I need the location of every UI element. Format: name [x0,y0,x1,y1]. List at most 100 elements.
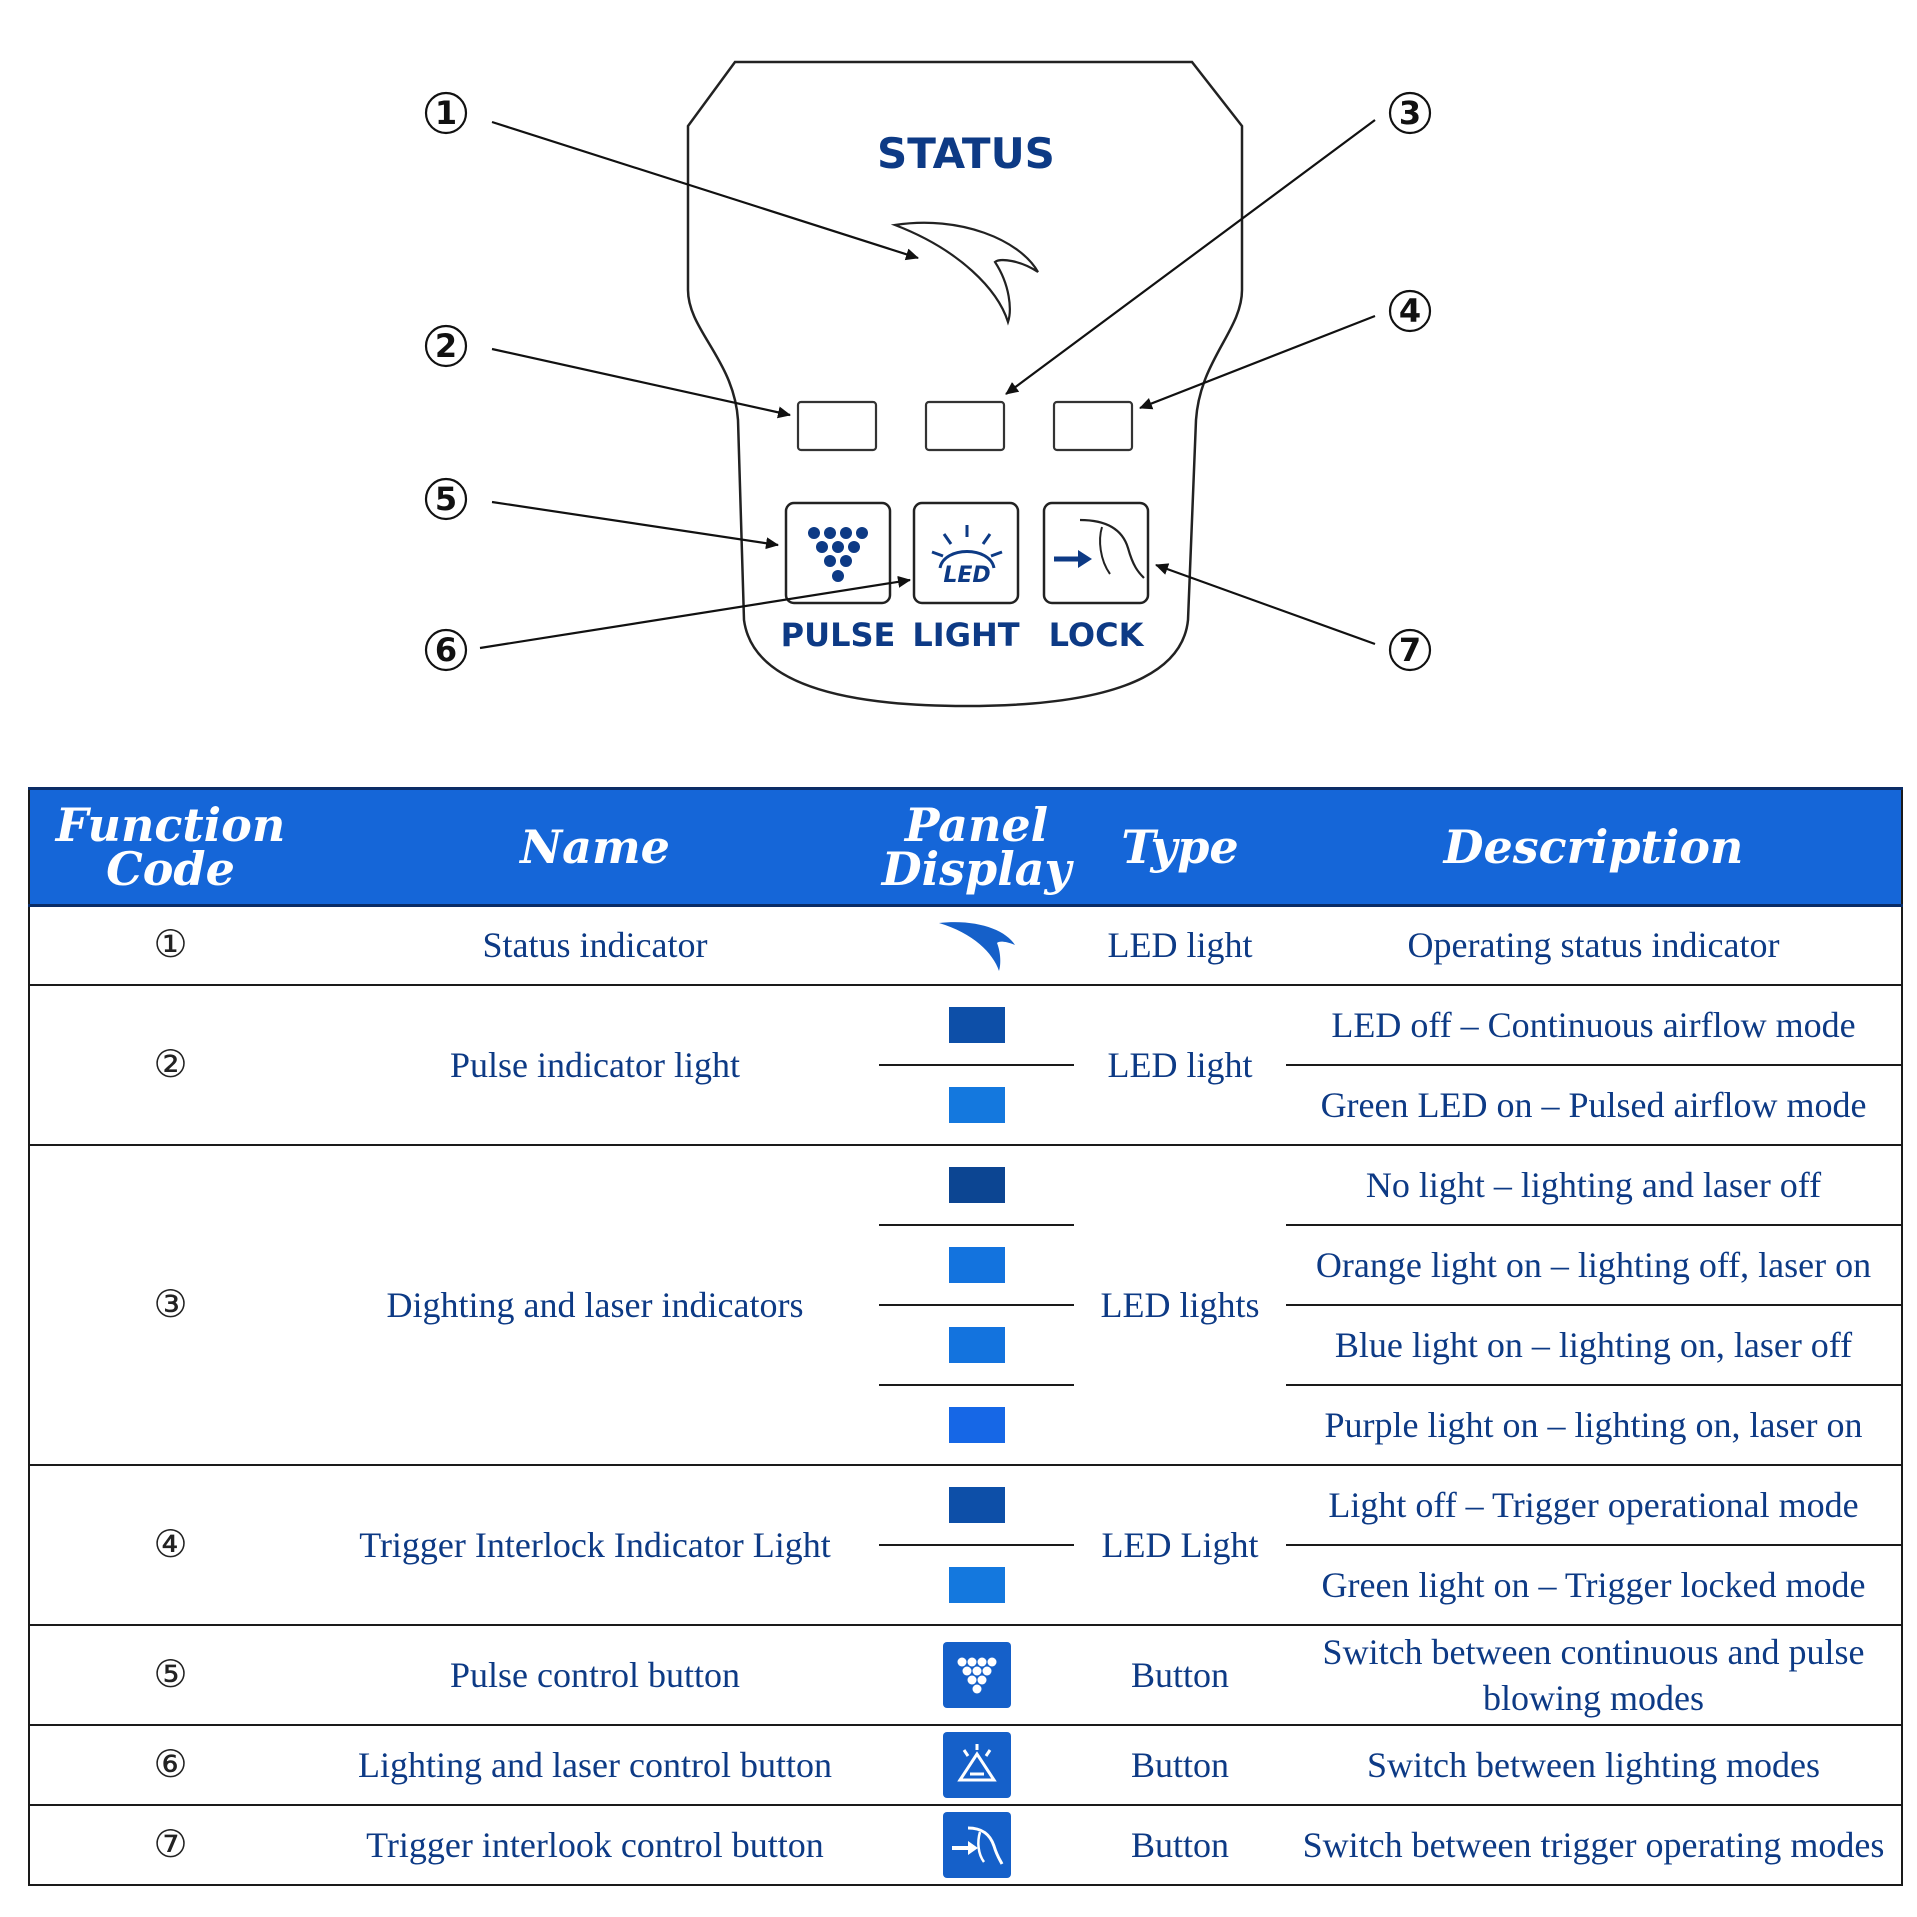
table-row: ⑥ Lighting and laser control button [29,1723,1902,1805]
svg-text:5: 5 [435,480,457,518]
svg-text:4: 4 [1399,292,1421,330]
svg-text:3: 3 [1399,94,1421,132]
name-cell: Status indicator [311,904,879,985]
description-cell: Switch between lighting modes [1286,1723,1902,1805]
light-led-window [924,400,1006,452]
purple-light-swatch [948,1406,1005,1443]
svg-text:1: 1 [435,94,457,132]
svg-text:2: 2 [435,327,457,365]
grape-pulse-icon [808,527,868,582]
description-cell: Orange light on – lighting off, laser on [1286,1223,1902,1305]
type-cell: LED lights [1074,1143,1286,1465]
pulse-button[interactable] [784,501,892,605]
pulse-label: PULSE [781,616,896,654]
function-table: Function Code Name Panel Display Type De… [28,787,1903,1886]
header-code-line2: Code [106,842,235,896]
table-row: ① Status indicator LED light Operating s… [29,904,1902,985]
trigger-icon [951,1826,1003,1865]
table-header-row: Function Code Name Panel Display Type De… [29,787,1902,907]
led-off-swatch [948,1006,1005,1043]
panel-title: STATUS [877,129,1055,178]
svg-text:6: 6 [435,631,457,669]
function-code-cell: ③ [29,1143,311,1465]
description-cell: Switch between continuous and pulse blow… [1286,1623,1902,1725]
name-cell: Trigger interlook control button [311,1803,879,1886]
panel-display-cell [879,1143,1074,1225]
type-cell: LED light [1074,904,1286,985]
name-cell: Trigger Interlock Indicator Light [311,1463,879,1625]
table-row: ⑦ Trigger interlook control button Butto… [29,1803,1902,1886]
name-cell: Lighting and laser control button [311,1723,879,1805]
pulse-button-icon [942,1641,1011,1708]
description-cell: Green light on – Trigger locked mode [1286,1543,1902,1625]
function-code-cell: ⑤ [29,1623,311,1725]
description-text: Switch between continuous and pulse blow… [1322,1631,1865,1718]
panel-display-cell [879,1543,1074,1625]
table-row: ④ Trigger Interlock Indicator Light LED … [29,1463,1902,1625]
panel-display-cell [879,1623,1074,1725]
light-label: LIGHT [912,616,1019,654]
function-code-cell: ④ [29,1463,311,1625]
header-name: Name [311,787,879,907]
description-cell: Light off – Trigger operational mode [1286,1463,1902,1545]
panel-display-cell [879,1223,1074,1305]
light-button[interactable]: LED [912,501,1020,605]
light-off-swatch [948,1486,1005,1523]
type-cell: Button [1074,1803,1286,1886]
panel-display-cell [879,1803,1074,1886]
function-code-cell: ⑦ [29,1803,311,1886]
panel-illustration: STATUS LED [424,60,1432,708]
orange-light-swatch [948,1246,1005,1283]
name-cell: Pulse indicator light [311,983,879,1145]
header-code-line1: Function [55,798,286,852]
header-panel-line1: Panel [904,798,1049,852]
description-cell: LED off – Continuous airflow mode [1286,983,1902,1065]
table-row: Green light on – Trigger locked mode [29,1543,1902,1625]
lock-button-icon [942,1811,1011,1878]
light-button-icon [942,1731,1011,1798]
description-cell: Operating status indicator [1286,904,1902,985]
table-row: ③ Dighting and laser indicators LED ligh… [29,1143,1902,1465]
lock-button[interactable] [1042,501,1150,605]
type-cell: Button [1074,1723,1286,1805]
name-cell: Dighting and laser indicators [311,1143,879,1465]
type-cell: LED Light [1074,1463,1286,1625]
leader-lines [479,119,1376,650]
panel-display-cell [879,1723,1074,1805]
panel-display-cell [879,1063,1074,1145]
name-cell: Pulse control button [311,1623,879,1725]
callout-5: 5 [424,477,468,521]
table-row: ② Pulse indicator light LED light LED of… [29,983,1902,1145]
description-cell: Blue light on – lighting on, laser off [1286,1303,1902,1385]
no-light-swatch [948,1166,1005,1203]
table-row: ⑤ Pulse control button Button Switch bet… [29,1623,1902,1725]
trigger-lock-icon [1054,518,1145,579]
callout-3: 3 [1388,91,1432,135]
panel-display-cell [879,1303,1074,1385]
callout-6: 6 [424,628,468,672]
lock-led-window [1052,400,1134,452]
pulse-led-window [796,400,878,452]
table-row: Orange light on – lighting off, laser on [29,1223,1902,1305]
grape-icon [957,1657,996,1693]
description-cell: Purple light on – lighting on, laser on [1286,1383,1902,1465]
green-light-swatch [948,1566,1005,1603]
svg-text:7: 7 [1399,631,1421,669]
type-cell: LED light [1074,983,1286,1145]
type-cell: Button [1074,1623,1286,1725]
header-function-code: Function Code [29,787,311,907]
function-code-cell: ⑥ [29,1723,311,1805]
blue-light-swatch [948,1326,1005,1363]
header-description: Description [1286,787,1902,907]
panel-display-cell [879,1463,1074,1545]
green-led-swatch [948,1086,1005,1123]
led-icon-text: LED [943,563,990,588]
table-row: Purple light on – lighting on, laser on [29,1383,1902,1465]
panel-display-cell [879,983,1074,1065]
callout-4: 4 [1388,289,1432,333]
header-panel-line2: Display [881,842,1072,896]
lamp-icon [956,1743,997,1781]
callout-2: 2 [424,324,468,368]
description-cell: Green LED on – Pulsed airflow mode [1286,1063,1902,1145]
panel-outline [686,60,1244,708]
